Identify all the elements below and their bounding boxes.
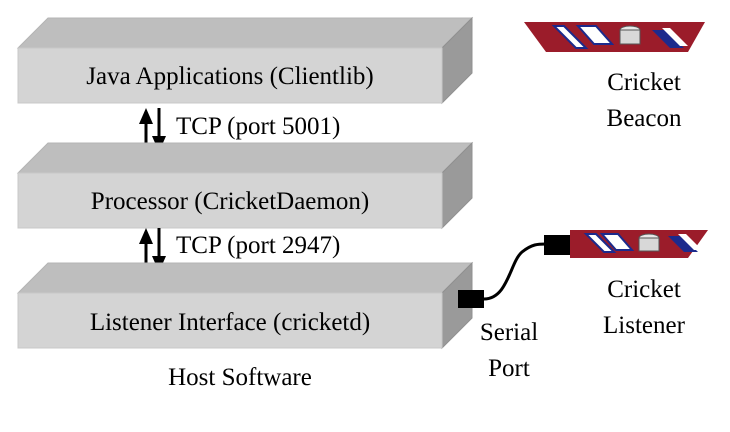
listener-label-line1: Cricket [607, 276, 681, 303]
beacon-label-line1: Cricket [607, 69, 681, 96]
layer-processor: Processor (CricketDaemon) [16, 141, 474, 230]
layer-listener-top-face [16, 262, 474, 294]
serial-connector-device [544, 235, 570, 255]
beacon-slot-icon [551, 25, 589, 49]
listener-stripe-icon [668, 236, 698, 252]
layer-listener-label: Listener Interface (cricketd) [90, 309, 370, 336]
serial-connector-host [458, 290, 484, 308]
serial-port-label-line1: Serial [480, 319, 538, 346]
layer-processor-front-face [17, 172, 443, 229]
up-arrow-head [139, 228, 153, 244]
link-tcp-2947-label: TCP (port 2947) [176, 232, 340, 259]
layer-processor-label: Processor (CricketDaemon) [91, 188, 369, 215]
layer-java-top-face [16, 17, 474, 49]
serial-cable [458, 235, 570, 308]
layer-listener-interface: Listener Interface (cricketd) [16, 261, 474, 350]
serial-cable-wire [483, 242, 547, 301]
layer-java-front-face [17, 47, 443, 104]
beacon-sensor-body [619, 29, 641, 45]
up-arrow-head [139, 108, 153, 124]
link-tcp-5001-label: TCP (port 5001) [176, 113, 340, 140]
layer-processor-top-face [16, 142, 474, 174]
cricket-listener-device [570, 230, 708, 258]
layer-java-label: Java Applications (Clientlib) [86, 63, 373, 90]
beacon-chip-icon [575, 25, 615, 45]
listener-stripe-gap [678, 234, 702, 250]
host-software-caption: Host Software [168, 364, 312, 391]
serial-port-label-line2: Port [488, 355, 530, 382]
layer-listener-front-face [17, 292, 443, 349]
cricket-beacon-device [524, 22, 705, 52]
link-tcp-5001: TCP (port 5001) [139, 108, 340, 152]
beacon-board [524, 22, 705, 52]
layer-java-applications: Java Applications (Clientlib) [16, 16, 474, 105]
beacon-stripe-icon [652, 30, 684, 48]
listener-slot-icon [583, 233, 617, 253]
beacon-stripe-gap [662, 28, 688, 46]
listener-label-line2: Listener [603, 312, 686, 339]
listener-chip-icon [599, 233, 635, 251]
listener-sensor-body [638, 237, 660, 252]
beacon-label-line2: Beacon [607, 105, 682, 132]
